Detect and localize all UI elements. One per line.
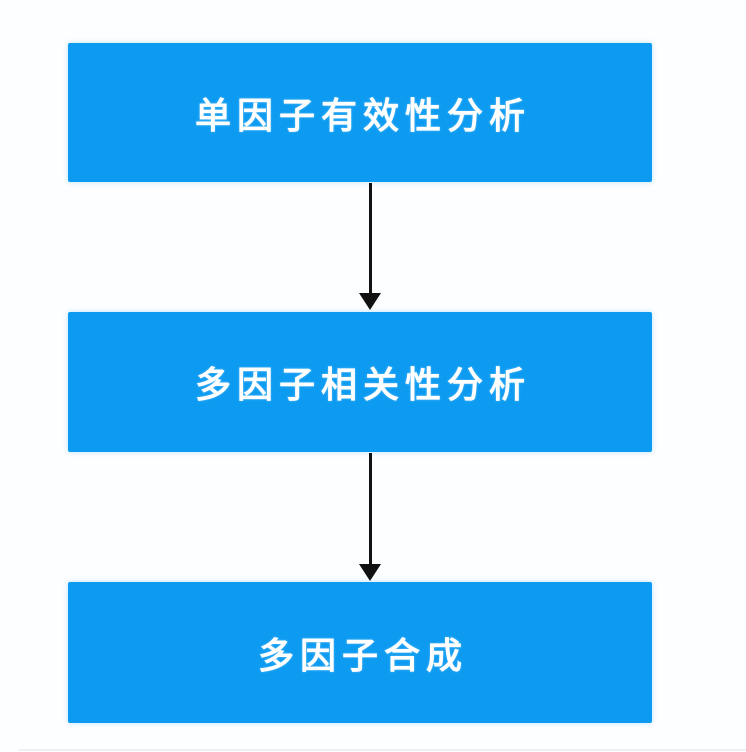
flow-node-label: 多因子合成	[257, 634, 468, 676]
flow-node-multi-factor-synthesis: 多因子合成	[68, 582, 652, 723]
flow-node-multi-factor-correlation: 多因子相关性分析	[68, 312, 652, 452]
down-arrow-icon	[359, 453, 381, 581]
flow-node-single-factor-analysis: 单因子有效性分析	[68, 43, 652, 182]
bottom-edge-divider	[18, 749, 746, 751]
down-arrow-icon	[359, 183, 381, 310]
flow-node-label: 多因子相关性分析	[194, 364, 531, 405]
flow-node-label: 单因子有效性分析	[194, 94, 531, 136]
